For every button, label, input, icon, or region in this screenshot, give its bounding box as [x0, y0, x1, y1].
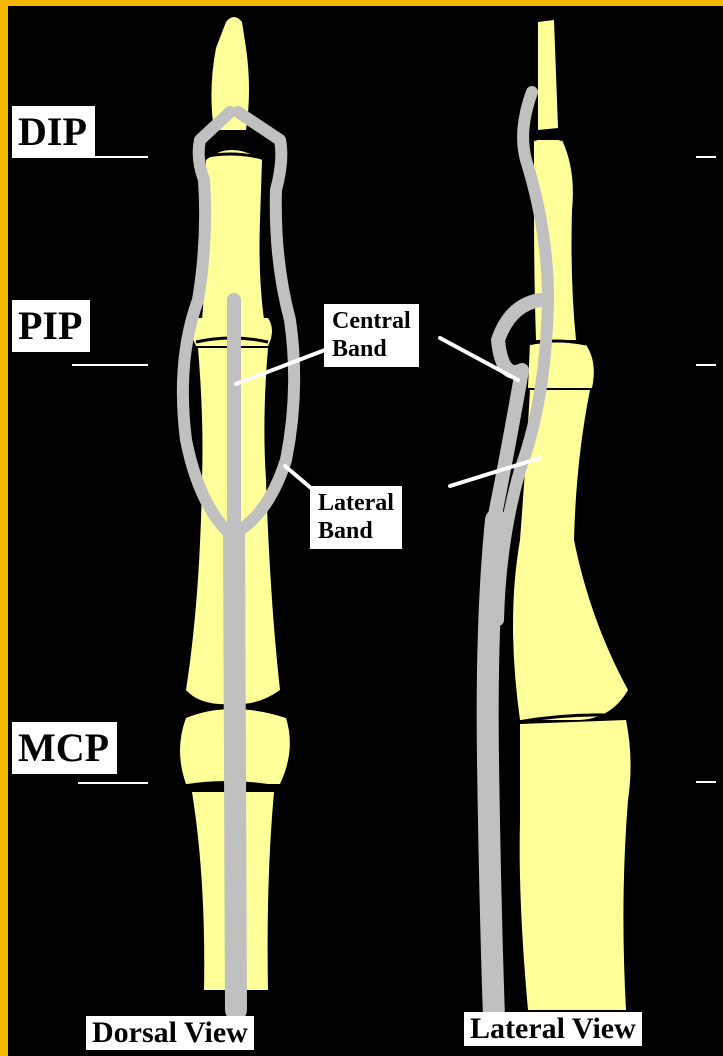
pip-label: PIP	[12, 300, 90, 352]
lateral-band-label: Lateral Band	[310, 486, 402, 549]
dip-label: DIP	[12, 106, 95, 158]
lateral-extensor-tendon	[488, 520, 496, 1018]
central-band-label: Central Band	[324, 304, 419, 367]
lateral-distal-phalanx	[538, 20, 558, 130]
mcp-label: MCP	[12, 722, 117, 774]
lateral-view-caption: Lateral View	[464, 1012, 642, 1046]
lateral-finger	[488, 20, 631, 1018]
dorsal-view-caption: Dorsal View	[86, 1016, 254, 1050]
dorsal-extensor-tendon	[234, 530, 236, 1010]
lateral-metacarpal	[520, 720, 631, 1010]
dorsal-finger	[180, 17, 294, 1010]
